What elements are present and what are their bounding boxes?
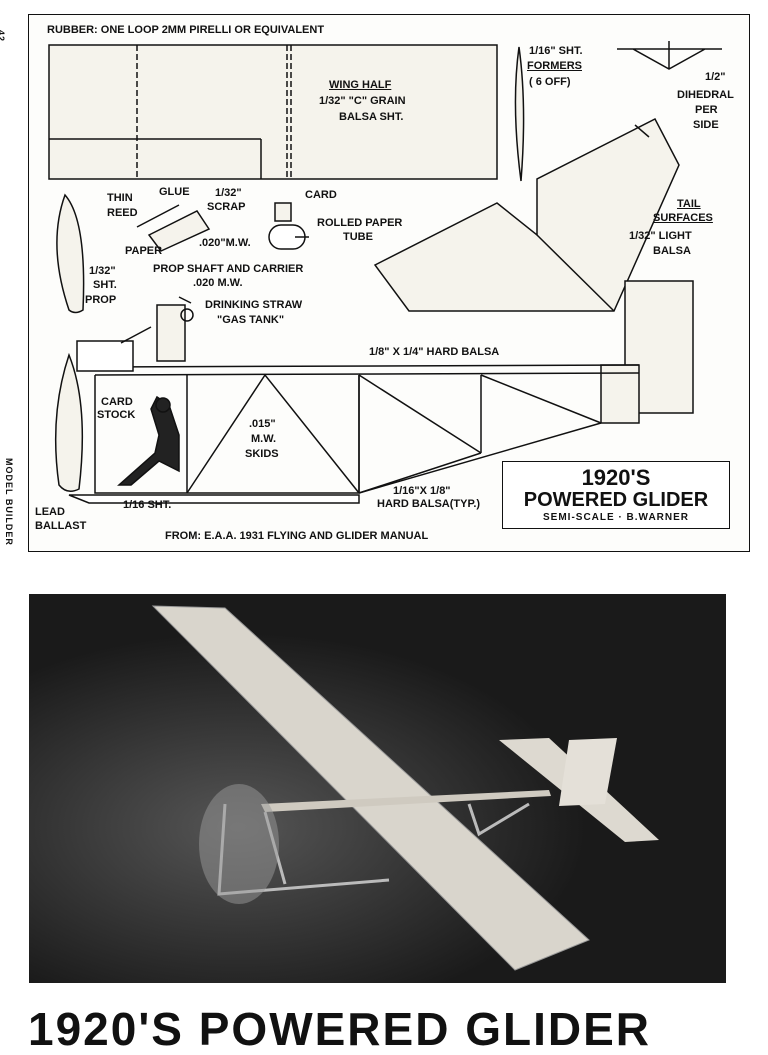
dihedral-value: 1/2"	[705, 71, 726, 83]
rolled-tube-line-1: ROLLED PAPER	[317, 217, 403, 229]
boom-label: 1/8" X 1/4" HARD BALSA	[369, 346, 500, 358]
paper-label: PAPER	[125, 245, 163, 257]
thin-reed-line-2: REED	[107, 207, 138, 219]
plan-drawing: RUBBER: ONE LOOP 2MM PIRELLI OR EQUIVALE…	[28, 14, 750, 552]
card-stock-line-1: CARD	[101, 396, 133, 408]
model-photo	[29, 594, 726, 983]
formers-line-3: ( 6 OFF)	[529, 76, 571, 88]
formers-line-1: 1/16" SHT.	[529, 45, 583, 57]
article-headline: 1920'S POWERED GLIDER	[28, 1003, 651, 1055]
mw-020-label: .020"M.W.	[199, 237, 251, 249]
hard-balsa-line-1: 1/16"X 1/8"	[393, 485, 451, 497]
scrap-line-1: 1/32"	[215, 187, 242, 199]
plan-title-credit: SEMI-SCALE · B.WARNER	[543, 512, 689, 523]
tail-line-4: BALSA	[653, 245, 691, 257]
card-label: CARD	[305, 189, 337, 201]
plan-title-box: 1920'S POWERED GLIDER SEMI-SCALE · B.WAR…	[502, 461, 730, 529]
photo-glider-shape	[29, 594, 726, 983]
dihedral-line-1: DIHEDRAL	[677, 89, 734, 101]
thin-reed-line-1: THIN	[107, 192, 133, 204]
source-note: FROM: E.A.A. 1931 FLYING AND GLIDER MANU…	[165, 530, 429, 542]
shaft-line-1: PROP SHAFT AND CARRIER	[153, 263, 304, 275]
page-number: 42	[0, 30, 6, 43]
dihedral-line-2: PER	[695, 104, 718, 116]
plan-linework	[48, 41, 722, 504]
sht-116-label: 1/16 SHT.	[123, 499, 172, 511]
dihedral-line-3: SIDE	[693, 119, 719, 131]
plan-title-line-2: POWERED GLIDER	[523, 489, 709, 511]
skids-line-3: SKIDS	[245, 448, 279, 460]
tail-line-2: SURFACES	[653, 212, 713, 224]
skids-line-1: .015"	[249, 418, 276, 430]
glue-label: GLUE	[159, 186, 190, 198]
formers-line-2: FORMERS	[527, 60, 582, 72]
prop-line-1: 1/32"	[89, 265, 116, 277]
straw-line-2: "GAS TANK"	[217, 314, 285, 326]
plan-title-line-1: 1920'S	[581, 465, 651, 490]
prop-line-3: PROP	[85, 294, 117, 306]
wing-spec-line-2: BALSA SHT.	[339, 111, 404, 123]
lead-ballast-line-1: LEAD	[35, 506, 65, 518]
card-stock-line-2: STOCK	[97, 409, 136, 421]
shaft-line-2: .020 M.W.	[193, 277, 243, 289]
rolled-tube-line-2: TUBE	[343, 231, 373, 243]
wing-spec-line-1: 1/32" "C" GRAIN	[319, 95, 406, 107]
straw-line-1: DRINKING STRAW	[205, 299, 303, 311]
tail-line-1: TAIL	[677, 198, 701, 210]
wing-half-label: WING HALF	[329, 79, 392, 91]
tail-line-3: 1/32" LIGHT	[629, 230, 692, 242]
lead-ballast-line-2: BALLAST	[35, 520, 87, 532]
rubber-note: RUBBER: ONE LOOP 2MM PIRELLI OR EQUIVALE…	[47, 24, 325, 36]
skids-line-2: M.W.	[251, 433, 277, 445]
hard-balsa-line-2: HARD BALSA(TYP.)	[377, 498, 481, 510]
scrap-line-2: SCRAP	[207, 201, 246, 213]
magazine-name: MODEL BUILDER	[4, 458, 14, 546]
prop-line-2: SHT.	[93, 279, 117, 291]
